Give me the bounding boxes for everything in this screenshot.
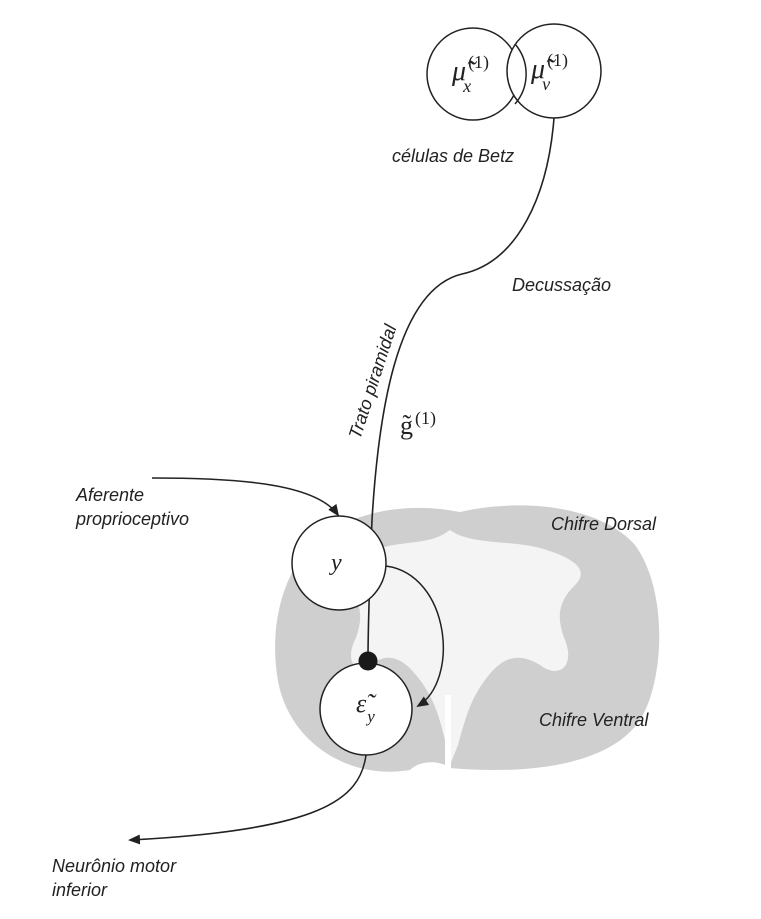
- g-label: g̃(1): [400, 408, 436, 440]
- lower-motor-label-line2: inferior: [52, 880, 108, 900]
- mu-x-label: μ̃(1)x: [451, 52, 489, 96]
- afferent-arrow: [151, 477, 340, 517]
- betz-cell-v: [506, 23, 602, 119]
- y-neuron: [291, 515, 387, 611]
- betz-cells: [426, 23, 602, 121]
- y-label: y: [329, 550, 342, 576]
- synapse-dot: [358, 651, 378, 671]
- lower-motor-label-line1: Neurônio motor: [52, 856, 177, 876]
- betz-overlap-arc: [514, 43, 527, 105]
- betz-cells-label: células de Betz: [392, 146, 514, 166]
- afferent-label-line2: proprioceptivo: [75, 509, 189, 529]
- pyramidal-tract-label: Trato piramidal: [345, 321, 401, 441]
- dorsal-horn-label: Chifre Dorsal: [551, 514, 657, 534]
- betz-cell-x: [426, 27, 520, 121]
- lower-motor-arrow: [128, 754, 367, 845]
- y-to-motor-arrow: [385, 565, 445, 708]
- ventral-horn-label: Chifre Ventral: [539, 710, 649, 730]
- gray-matter-butterfly: [339, 530, 581, 765]
- decussation-label: Decussação: [512, 275, 611, 295]
- afferent-label-line1: Aferente: [75, 485, 144, 505]
